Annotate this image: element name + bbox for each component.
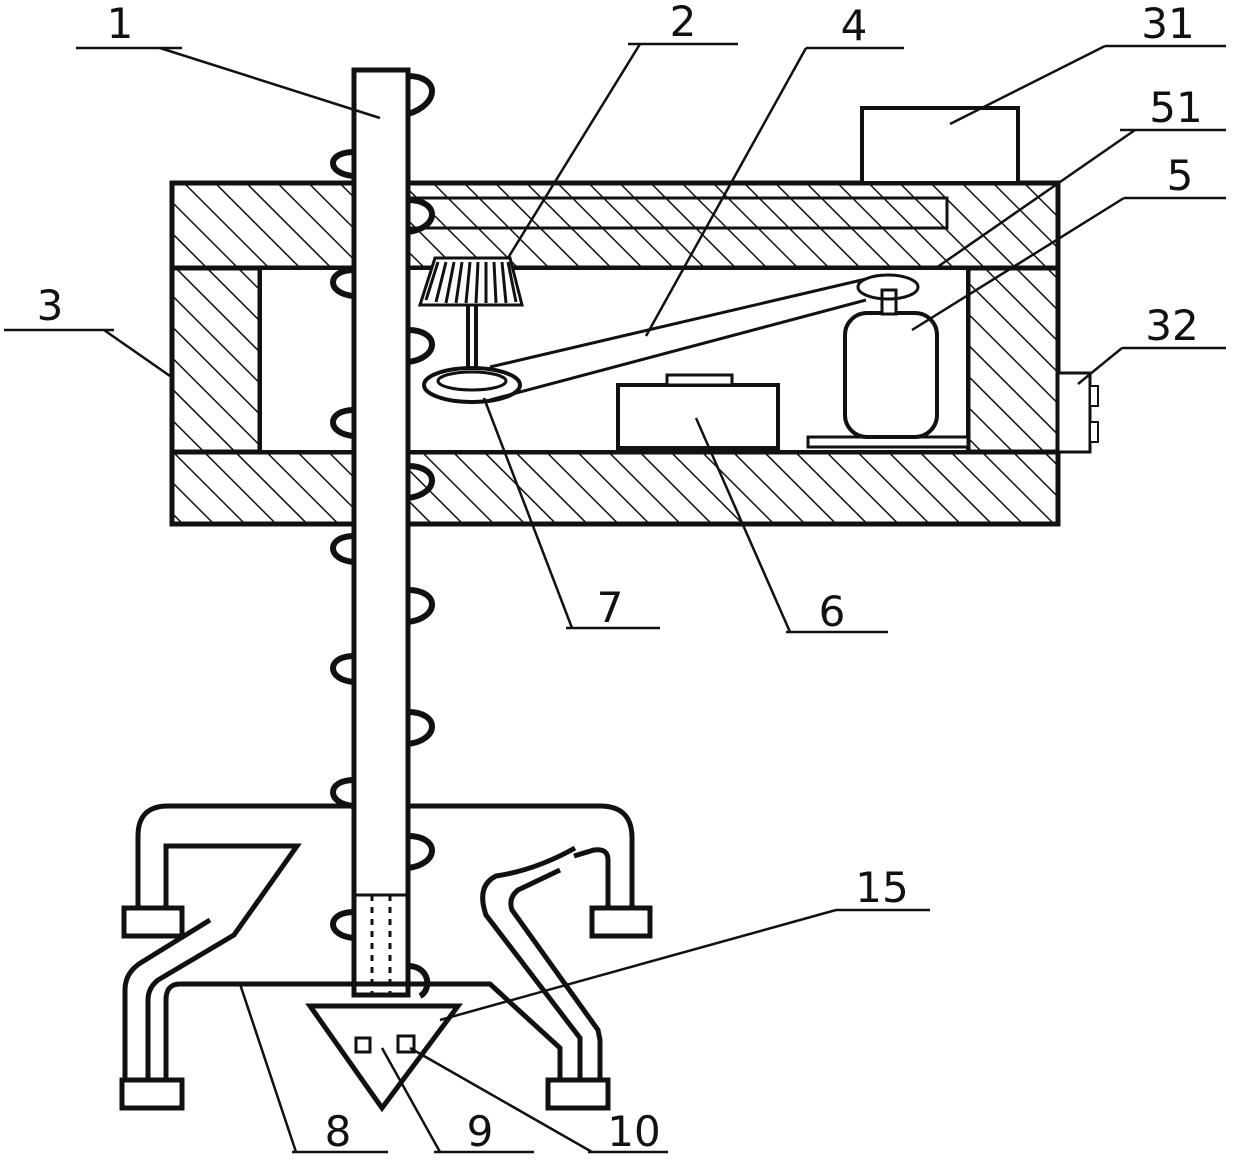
label-4: 4 xyxy=(841,1,868,50)
label-2: 2 xyxy=(670,0,697,46)
label-9: 9 xyxy=(467,1107,494,1156)
leader-lines xyxy=(4,42,1226,1154)
side-box xyxy=(1056,371,1099,454)
housing-top-wall xyxy=(169,180,1061,271)
label-3: 3 xyxy=(37,281,64,330)
label-31: 31 xyxy=(1141,0,1194,48)
housing-bottom-wall xyxy=(169,449,1061,527)
label-5: 5 xyxy=(1167,151,1194,200)
label-6: 6 xyxy=(819,587,846,636)
lamp-fan xyxy=(417,256,524,370)
label-10: 10 xyxy=(607,1107,660,1156)
foot-pads xyxy=(119,905,653,1111)
housing-left-wall xyxy=(169,265,263,455)
label-51: 51 xyxy=(1149,83,1202,132)
pulley xyxy=(422,366,522,404)
legs xyxy=(122,803,635,1085)
label-8: 8 xyxy=(325,1107,352,1156)
label-1: 1 xyxy=(107,0,134,48)
reference-numerals: 1 2 4 31 51 5 3 32 7 6 15 8 9 10 xyxy=(37,0,1203,1156)
label-7: 7 xyxy=(597,583,624,632)
motor xyxy=(806,273,970,449)
label-32: 32 xyxy=(1145,301,1198,350)
display-unit xyxy=(860,106,1020,185)
cone-tip xyxy=(305,1003,463,1113)
central-tube xyxy=(351,67,411,998)
control-box xyxy=(616,373,780,450)
housing-right-wall xyxy=(965,265,1061,455)
belt xyxy=(489,277,867,402)
spiral-screw xyxy=(330,73,435,999)
label-15: 15 xyxy=(855,863,908,912)
